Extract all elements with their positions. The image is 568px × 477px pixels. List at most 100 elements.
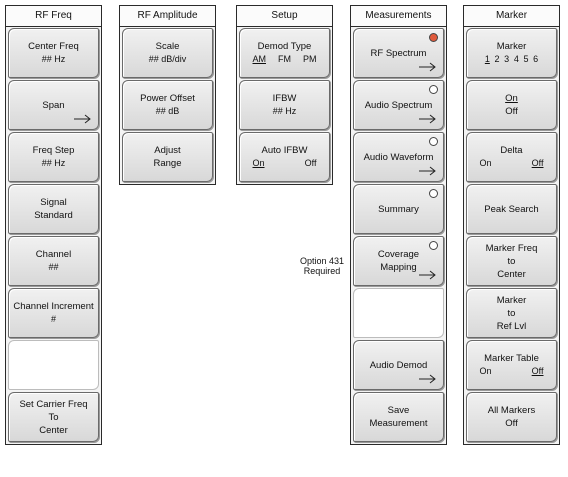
signal-standard-line2: Standard bbox=[34, 210, 73, 221]
audio-demod-button[interactable]: Audio Demod bbox=[353, 340, 444, 390]
delta-toggle: On Off bbox=[480, 157, 544, 170]
marker-table-off: Off bbox=[531, 366, 544, 376]
set-carrier-line1: Set Carrier Freq bbox=[19, 398, 88, 410]
setup-menu: Setup Demod Type AM FM PM IFBW ## Hz Aut… bbox=[236, 5, 333, 185]
peak-search-button[interactable]: Peak Search bbox=[466, 184, 557, 234]
rf-freq-menu: RF Freq Center Freq ## Hz Span Freq Step… bbox=[5, 5, 102, 445]
marker-freq-to-center-button[interactable]: Marker Freq to Center bbox=[466, 236, 557, 286]
scale-value: ## dB/div bbox=[148, 54, 187, 64]
span-button[interactable]: Span bbox=[8, 80, 99, 130]
all-markers-line2: Off bbox=[505, 418, 518, 429]
delta-label: Delta bbox=[500, 145, 523, 156]
power-offset-label: Power Offset bbox=[140, 93, 195, 104]
radio-icon bbox=[429, 85, 438, 94]
marker-freq-line3: Center bbox=[497, 268, 526, 280]
freq-step-value: ## Hz bbox=[41, 158, 66, 168]
signal-standard-line1: Signal bbox=[40, 197, 67, 208]
option-note: Option 431 Required bbox=[292, 256, 352, 276]
auto-ifbw-label: Auto IFBW bbox=[261, 145, 308, 156]
center-freq-button[interactable]: Center Freq ## Hz bbox=[8, 28, 99, 78]
freq-step-label: Freq Step bbox=[32, 145, 75, 156]
audio-waveform-label: Audio Waveform bbox=[363, 151, 434, 163]
channel-increment-value: # bbox=[50, 314, 56, 324]
rf-spectrum-button[interactable]: RF Spectrum bbox=[353, 28, 444, 78]
marker-select-button[interactable]: Marker 1 2 3 4 5 6 bbox=[466, 28, 557, 78]
blank-softkey bbox=[8, 340, 99, 390]
marker-menu: Marker Marker 1 2 3 4 5 6 On Off Delta O… bbox=[463, 5, 560, 445]
measurements-menu: Measurements RF Spectrum Audio Spectrum … bbox=[350, 5, 447, 445]
demod-type-button[interactable]: Demod Type AM FM PM bbox=[239, 28, 330, 78]
channel-increment-label: Channel Increment bbox=[13, 301, 94, 312]
marker-number-list: 1 2 3 4 5 6 bbox=[484, 53, 539, 66]
marker-number-1: 1 bbox=[484, 54, 490, 64]
auto-ifbw-toggle: On Off bbox=[253, 157, 317, 170]
marker-table-button[interactable]: Marker Table On Off bbox=[466, 340, 557, 390]
summary-button[interactable]: Summary bbox=[353, 184, 444, 234]
marker-number-6: 6 bbox=[533, 54, 539, 64]
option-note-line1: Option 431 bbox=[299, 256, 345, 266]
marker-ref-line2: to bbox=[507, 307, 516, 319]
marker-ref-line3: Ref Lvl bbox=[496, 320, 527, 332]
audio-spectrum-button[interactable]: Audio Spectrum bbox=[353, 80, 444, 130]
peak-search-label: Peak Search bbox=[484, 203, 539, 215]
freq-step-button[interactable]: Freq Step ## Hz bbox=[8, 132, 99, 182]
auto-ifbw-button[interactable]: Auto IFBW On Off bbox=[239, 132, 330, 182]
submenu-arrow-icon bbox=[419, 270, 436, 280]
marker-on-off-button[interactable]: On Off bbox=[466, 80, 557, 130]
marker-table-toggle: On Off bbox=[480, 365, 544, 378]
set-carrier-freq-button[interactable]: Set Carrier Freq To Center bbox=[8, 392, 99, 442]
marker-on: On bbox=[505, 93, 518, 104]
radio-icon bbox=[429, 241, 438, 250]
auto-ifbw-on: On bbox=[252, 158, 265, 168]
scale-label: Scale bbox=[155, 41, 180, 52]
channel-label: Channel bbox=[35, 249, 72, 260]
scale-button[interactable]: Scale ## dB/div bbox=[122, 28, 213, 78]
set-carrier-line3: Center bbox=[39, 424, 68, 436]
selected-radio-icon bbox=[429, 33, 438, 42]
delta-on: On bbox=[479, 158, 492, 168]
delta-button[interactable]: Delta On Off bbox=[466, 132, 557, 182]
menu-title-rf-freq: RF Freq bbox=[6, 6, 101, 27]
ifbw-value: ## Hz bbox=[272, 106, 297, 116]
submenu-arrow-icon bbox=[419, 374, 436, 384]
all-markers-line1: All Markers bbox=[487, 405, 536, 416]
save-measurement-button[interactable]: Save Measurement bbox=[353, 392, 444, 442]
marker-to-ref-lvl-button[interactable]: Marker to Ref Lvl bbox=[466, 288, 557, 338]
coverage-mapping-button[interactable]: Coverage Mapping bbox=[353, 236, 444, 286]
ifbw-button[interactable]: IFBW ## Hz bbox=[239, 80, 330, 130]
adjust-range-button[interactable]: Adjust Range bbox=[122, 132, 213, 182]
marker-number-3: 3 bbox=[504, 54, 510, 64]
menu-title-setup: Setup bbox=[237, 6, 332, 27]
save-measurement-line1: Save bbox=[387, 405, 410, 416]
audio-waveform-button[interactable]: Audio Waveform bbox=[353, 132, 444, 182]
demod-option-fm: FM bbox=[278, 54, 291, 64]
marker-number-2: 2 bbox=[494, 54, 500, 64]
demod-type-label: Demod Type bbox=[257, 41, 312, 52]
adjust-range-line2: Range bbox=[153, 158, 182, 169]
radio-icon bbox=[429, 189, 438, 198]
power-offset-button[interactable]: Power Offset ## dB bbox=[122, 80, 213, 130]
demod-option-am: AM bbox=[252, 54, 267, 64]
radio-icon bbox=[429, 137, 438, 146]
channel-button[interactable]: Channel ## bbox=[8, 236, 99, 286]
channel-value: ## bbox=[48, 262, 59, 272]
menu-title-rf-amplitude: RF Amplitude bbox=[120, 6, 215, 27]
submenu-arrow-icon bbox=[419, 114, 436, 124]
center-freq-value: ## Hz bbox=[41, 54, 66, 64]
demod-type-options: AM FM PM bbox=[253, 53, 317, 66]
coverage-mapping-line2: Mapping bbox=[380, 262, 417, 273]
power-offset-value: ## dB bbox=[155, 106, 180, 116]
channel-increment-button[interactable]: Channel Increment # bbox=[8, 288, 99, 338]
signal-standard-button[interactable]: Signal Standard bbox=[8, 184, 99, 234]
demod-option-pm: PM bbox=[303, 54, 317, 64]
all-markers-off-button[interactable]: All Markers Off bbox=[466, 392, 557, 442]
marker-select-label: Marker bbox=[496, 41, 527, 52]
marker-table-on: On bbox=[479, 366, 492, 376]
marker-table-label: Marker Table bbox=[484, 353, 539, 364]
submenu-arrow-icon bbox=[419, 62, 436, 72]
save-measurement-line2: Measurement bbox=[369, 418, 428, 429]
audio-spectrum-label: Audio Spectrum bbox=[364, 99, 433, 111]
blank-softkey bbox=[353, 288, 444, 338]
option-note-line2: Required bbox=[303, 266, 341, 276]
summary-label: Summary bbox=[378, 203, 419, 215]
